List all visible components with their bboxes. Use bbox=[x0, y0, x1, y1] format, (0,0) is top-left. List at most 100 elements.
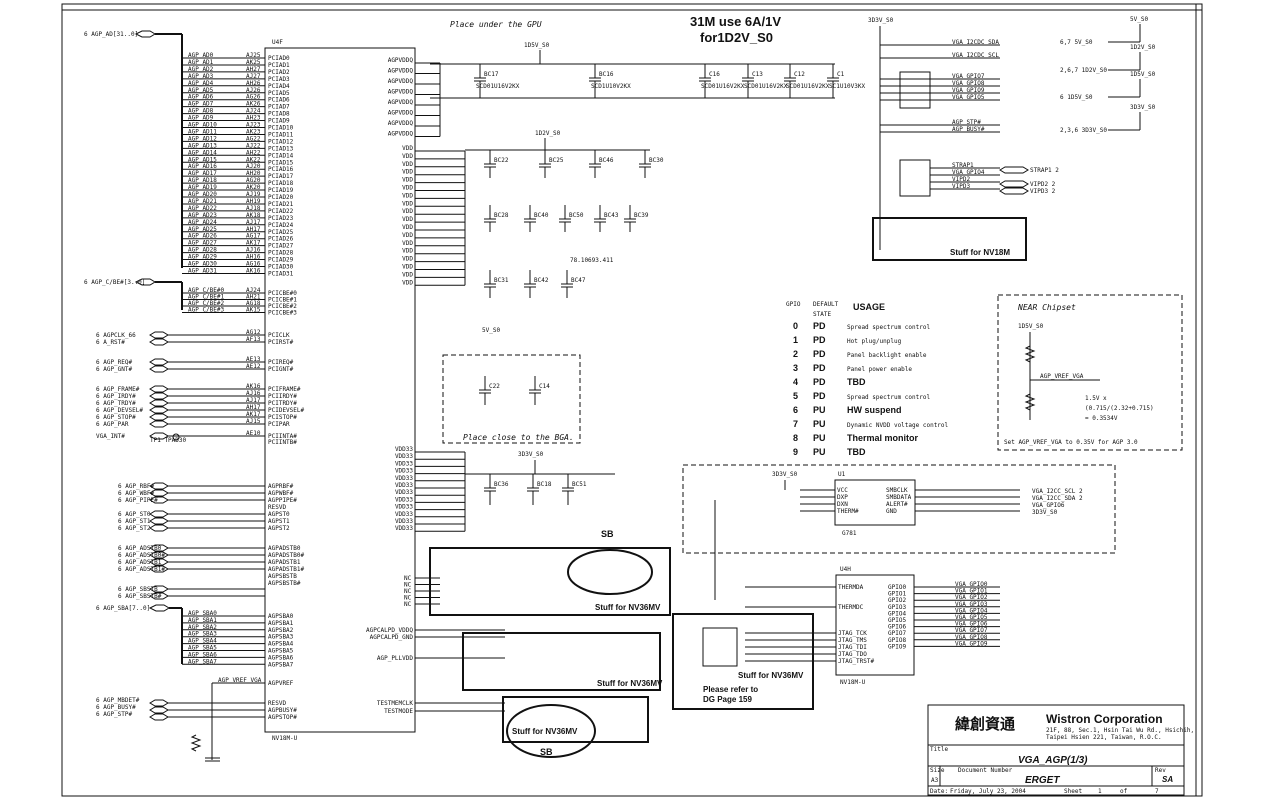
ad-net-label: AGP_AD20 bbox=[188, 191, 217, 198]
ctl-net-label: 6 AGP_IRDY# bbox=[96, 393, 136, 400]
ad-ball: AK17 bbox=[246, 240, 261, 247]
u4h-pin-group: THERMDATHERMDCJTAG_TCKJTAG_TMSJTAG_TDIJT… bbox=[745, 581, 1000, 665]
u1-left-pin: DXN bbox=[837, 501, 848, 508]
gpio-row-usage: TBD bbox=[847, 447, 866, 457]
power-tap-rail: 3D3V_S0 bbox=[1130, 104, 1156, 111]
ctl-port bbox=[149, 338, 169, 346]
ad-ball: AH26 bbox=[246, 80, 261, 87]
tb-size-label: Size bbox=[930, 767, 945, 774]
vdd33-pin: VDD33 bbox=[395, 489, 413, 496]
u4h-left-pin: JTAG_TDO bbox=[838, 651, 867, 658]
tb-of-label: of bbox=[1120, 788, 1128, 795]
ad-net-label: AGP_AD24 bbox=[188, 219, 217, 226]
ctl-chip-pin: PCIINTA# bbox=[268, 433, 297, 440]
tb-date-label: Date: bbox=[930, 788, 948, 795]
rail-5v-mid: 5V_S0 bbox=[482, 327, 500, 334]
ctl-port bbox=[149, 358, 169, 366]
tb-date: Friday, July 23, 2004 bbox=[950, 788, 1026, 795]
ad-ball: AK18 bbox=[246, 212, 261, 219]
cbe-chip-pin: PCICBE#3 bbox=[268, 310, 297, 317]
gpio-row-usage: Spread spectrum control bbox=[847, 324, 930, 331]
strap-port bbox=[999, 166, 1029, 174]
strap-out-label: VIPD3 2 bbox=[1030, 188, 1056, 195]
place-close-box bbox=[442, 354, 581, 444]
u1-part: G781 bbox=[842, 530, 857, 537]
tr-net-label: VGA_GPIO7 bbox=[952, 73, 985, 80]
place-close-note: Place close to the BGA. bbox=[463, 433, 574, 442]
misc-chip-pin: AGPBUSY# bbox=[268, 707, 297, 714]
ad-ball: AJ20 bbox=[246, 163, 261, 170]
vdd-pin: VDD bbox=[402, 200, 413, 207]
u1-net-label: 3D3V_S0 bbox=[1032, 509, 1058, 516]
vdd33-pin: VDD33 bbox=[395, 460, 413, 467]
power-tap-rail: 1D2V_S0 bbox=[1130, 44, 1156, 51]
company-addr1: 21F, 88, Sec.1, Hsin Tai Wu Rd., Hsichih… bbox=[1046, 727, 1194, 734]
cbe-ball: AK15 bbox=[246, 307, 261, 314]
cap-ref: BC36 bbox=[494, 481, 509, 488]
vdd33-pin: VDD33 bbox=[395, 446, 413, 453]
vref-note: Set AGP_VREF_VGA to 0.35V for AGP 3.0 bbox=[1004, 439, 1138, 446]
r10-resistor bbox=[1024, 393, 1036, 411]
bus-ad-port bbox=[134, 30, 156, 38]
ad-ball: AJ25 bbox=[246, 52, 261, 59]
ad-ball: AH19 bbox=[246, 198, 261, 205]
sba-chip-pin: AGPSBA4 bbox=[268, 641, 294, 648]
u1-left-pin: VCC bbox=[837, 487, 848, 494]
u4f-ref: U4F bbox=[272, 39, 283, 46]
power-tap-label: 6,7 5V_S0 bbox=[1060, 39, 1093, 46]
ad-net-label: AGP_AD10 bbox=[188, 122, 217, 129]
gpio-row-number: 7 bbox=[793, 419, 798, 429]
pll-pin: TESTMODE bbox=[384, 708, 413, 715]
cap-ref: BC18 bbox=[537, 481, 552, 488]
tb-sheet: 1 bbox=[1098, 788, 1102, 795]
ctl-chip-pin: PCISTOP# bbox=[268, 414, 297, 421]
ad-ball: AH22 bbox=[246, 149, 261, 156]
sba-net-label: AGP_SBA0 bbox=[188, 610, 217, 617]
ad-ball: AJ27 bbox=[246, 73, 261, 80]
sb-label-bottom: SB bbox=[540, 747, 553, 757]
ads-net-label: 6 AGP_ADSTB0 bbox=[118, 545, 162, 552]
ads-net-label: 6 AGP_ADSTB0# bbox=[118, 552, 165, 559]
ads-net-label: 6 AGP_ADSTB1# bbox=[118, 566, 165, 573]
near-chipset-label: NEAR Chipset bbox=[1017, 303, 1076, 312]
sheet-border bbox=[61, 3, 1203, 797]
ads-net-label: 6 AGP_SBSTB# bbox=[118, 593, 162, 600]
misc-chip-pin: AGPVREF bbox=[268, 680, 294, 687]
near-chipset-rail: 1D5V_S0 bbox=[1018, 323, 1044, 330]
ad-ball: AH23 bbox=[246, 115, 261, 122]
ad-chip-pin: PCIAD1 bbox=[268, 62, 290, 69]
u4h-net-label: VGA_GPIO8 bbox=[955, 634, 988, 641]
ctl-net-label: 6 AGP_GNT# bbox=[96, 366, 133, 373]
st-port bbox=[149, 517, 169, 525]
strap-net-label: STRAP1 bbox=[952, 162, 974, 169]
ad-chip-pin: PCIAD9 bbox=[268, 118, 290, 125]
ctl-ball: AJ16 bbox=[246, 390, 261, 397]
ad-net-label: AGP_AD12 bbox=[188, 135, 217, 142]
vdd-pin: VDD bbox=[402, 145, 413, 152]
ad-chip-pin: PCIAD24 bbox=[268, 222, 294, 229]
ad-chip-pin: PCIAD18 bbox=[268, 180, 294, 187]
sba-chip-pin: AGPSBA5 bbox=[268, 648, 294, 655]
cap-ref: BC28 bbox=[494, 212, 509, 219]
thermal-region bbox=[682, 464, 1116, 554]
u4h-left-pin: JTAG_TCK bbox=[838, 630, 867, 637]
tr-net-label: VGA_GPIO8 bbox=[952, 80, 985, 87]
cap-ref: BC25 bbox=[549, 157, 564, 164]
gpio-row-usage: HW suspend bbox=[847, 405, 902, 415]
misc-net-label: 6 AGP_BUSY# bbox=[96, 704, 136, 711]
u4h-net-label: VGA_GPIO7 bbox=[955, 627, 988, 634]
ad-net-label: AGP_AD28 bbox=[188, 247, 217, 254]
power-tap-rail: 5V_S0 bbox=[1130, 16, 1148, 23]
u4h-right-pin: GPIO4 bbox=[888, 610, 906, 617]
title-block-frame bbox=[927, 704, 1185, 796]
u4h-net-label: VGA_GPIO3 bbox=[955, 601, 988, 608]
ad-chip-pin: PCIAD12 bbox=[268, 138, 294, 145]
ad-ball: AG26 bbox=[246, 94, 261, 101]
u4h-left-pin: THERMDC bbox=[838, 604, 864, 611]
u4f-chip-body bbox=[264, 47, 416, 733]
power-note-line2: for1D2V_S0 bbox=[700, 30, 773, 45]
cap-ref: BC30 bbox=[649, 157, 664, 164]
